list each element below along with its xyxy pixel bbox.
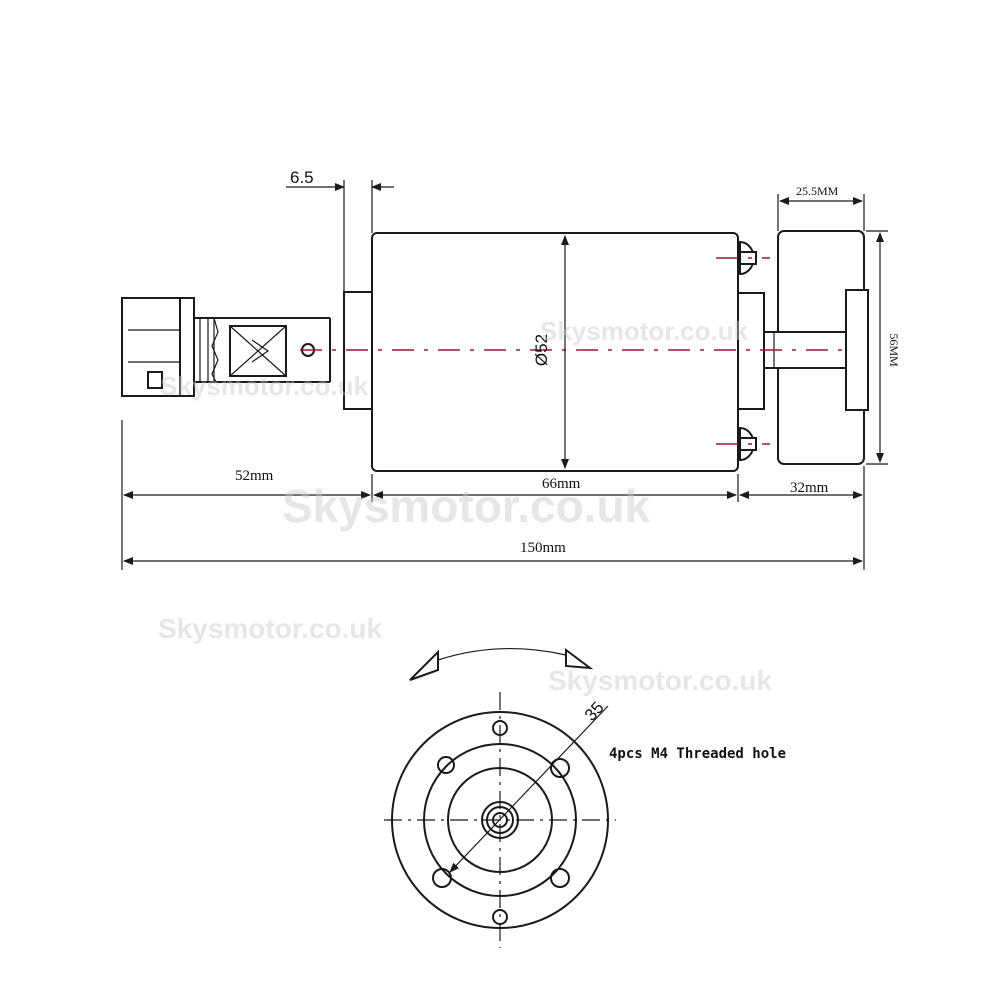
threaded-hole-sw xyxy=(432,868,452,888)
threaded-hole-se xyxy=(550,868,570,888)
bolt-circle-leader xyxy=(449,705,609,873)
rear-length-label: 52mm xyxy=(235,468,274,484)
diameter-label: Ø52 xyxy=(532,334,551,366)
front-length-label: 32mm xyxy=(790,480,829,496)
watermarks: Skysmotor.co.uk Skysmotor.co.uk Skysmoto… xyxy=(158,316,773,696)
threaded-hole-nw xyxy=(437,756,455,774)
rotation-arc xyxy=(437,647,567,661)
mount-height-dim xyxy=(866,230,888,465)
threaded-hole-note: 4pcs M4 Threaded hole xyxy=(609,746,786,762)
front-view: 35 4pcs M4 Threaded hole xyxy=(384,647,786,948)
side-view: Ø52 6.5 25.5MM 56MM xyxy=(121,168,901,570)
rear-cap xyxy=(737,292,765,410)
rotation-arrow-right xyxy=(565,648,594,670)
rear-connector xyxy=(121,297,331,397)
rotation-arrow-left xyxy=(409,649,439,681)
mounting-bracket xyxy=(763,230,869,465)
watermark: Skysmotor.co.uk xyxy=(158,613,383,644)
mount-depth-label: 25.5MM xyxy=(796,184,839,198)
motor-body xyxy=(371,232,739,472)
watermark: Skysmotor.co.uk xyxy=(282,480,651,532)
watermark: Skysmotor.co.uk xyxy=(548,665,773,696)
screw-head-top xyxy=(739,240,757,276)
watermark: Skysmotor.co.uk xyxy=(160,371,369,401)
length-dims xyxy=(121,420,865,570)
mount-depth-dim xyxy=(777,194,865,231)
flange-thickness-label: 6.5 xyxy=(290,168,314,187)
body-length-label: 66mm xyxy=(542,476,581,492)
total-length-label: 150mm xyxy=(520,540,566,556)
watermark: Skysmotor.co.uk xyxy=(540,316,749,346)
bolt-circle-label: 35 xyxy=(581,698,608,725)
flange-thickness-dim xyxy=(286,180,394,292)
mount-height-label: 56MM xyxy=(887,333,901,367)
threaded-hole-ne xyxy=(550,758,570,778)
